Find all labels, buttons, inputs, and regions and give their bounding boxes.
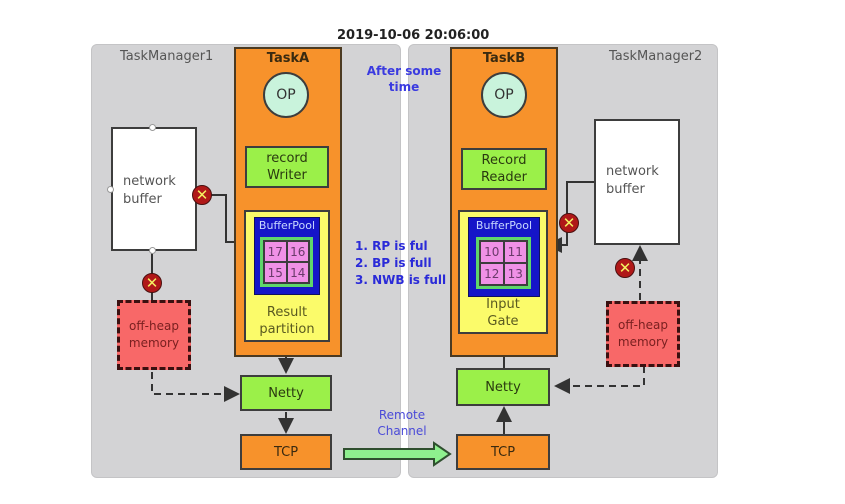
blocked-x-icon: ✕ (142, 273, 162, 293)
after-some-time-line1: After some (366, 64, 442, 78)
record-writer-line1: record (266, 151, 308, 166)
task-b-op-node[interactable]: OP (481, 72, 527, 118)
off-heap-1-line1: off-heap (129, 319, 179, 333)
buffer-cell: 15 (265, 263, 286, 282)
input-gate-line2: Gate (487, 314, 519, 329)
buffer-cell: 13 (504, 264, 526, 284)
arrow-offheap1-to-netty (151, 372, 240, 402)
netty-2[interactable]: Netty (456, 368, 550, 406)
buffer-grid-a: 17 16 15 14 (263, 240, 310, 284)
task-b-op-label: OP (494, 87, 514, 103)
conditions-list: 1. RP is ful 2. BP is full 3. NWB is ful… (355, 238, 446, 289)
condition-item: 1. RP is ful (355, 239, 428, 253)
buffer-cell: 10 (481, 242, 503, 262)
remote-channel-line1: Remote (378, 408, 426, 422)
connection-port (107, 186, 114, 193)
record-reader[interactable]: Record Reader (461, 148, 547, 190)
buffer-cell: 16 (287, 242, 308, 261)
task-b-title: TaskB (482, 51, 526, 66)
arrow-offheap2-to-netty (554, 366, 645, 394)
input-gate-label: Input Gate (460, 296, 546, 330)
network-buffer-2-line2: buffer (606, 182, 645, 197)
task-a-op-label: OP (276, 87, 296, 103)
network-buffer-1-label: network buffer (123, 173, 176, 209)
network-buffer-2-label: network buffer (606, 163, 659, 199)
buffer-grid-b: 10 11 12 13 (479, 240, 528, 286)
buffer-pool-a[interactable]: BufferPool 17 16 15 14 (254, 217, 320, 295)
off-heap-2-line2: memory (617, 335, 669, 349)
netty-2-label: Netty (485, 379, 521, 395)
record-reader-line1: Record (481, 153, 527, 168)
remote-channel-arrow (343, 441, 452, 467)
condition-item: 3. NWB is full (355, 273, 447, 287)
netty-1-label: Netty (268, 385, 304, 401)
network-buffer-1-line1: network (123, 174, 176, 189)
connection-port (149, 124, 156, 131)
record-reader-line2: Reader (480, 170, 527, 185)
buffer-pool-b-inner: 10 11 12 13 (476, 237, 531, 289)
record-writer[interactable]: record Writer (245, 146, 329, 188)
off-heap-1-line2: memory (128, 336, 180, 350)
netty-1[interactable]: Netty (240, 375, 332, 411)
task-a-op-node[interactable]: OP (263, 72, 309, 118)
input-gate-line1: Input (486, 297, 520, 312)
off-heap-memory-1[interactable]: off-heap memory (117, 300, 191, 370)
remote-channel-label: Remote Channel (368, 407, 436, 439)
remote-channel-line2: Channel (377, 424, 427, 438)
network-buffer-1-line2: buffer (123, 192, 162, 207)
blocked-x-icon: ✕ (192, 185, 212, 205)
after-some-time-note: After some time (358, 63, 450, 95)
buffer-pool-a-inner: 17 16 15 14 (260, 237, 313, 287)
result-partition-line2: partition (259, 322, 315, 337)
network-buffer-1[interactable]: network buffer (111, 127, 197, 251)
task-a-title: TaskA (266, 51, 310, 66)
tcp-2[interactable]: TCP (456, 434, 550, 470)
connection-port (149, 247, 156, 254)
buffer-pool-b-title: BufferPool (475, 219, 533, 232)
buffer-cell: 17 (265, 242, 286, 261)
record-writer-line2: Writer (267, 168, 307, 183)
condition-item: 2. BP is full (355, 256, 432, 270)
tcp-2-label: TCP (490, 444, 516, 460)
task-manager-1-label: TaskManager1 (120, 49, 214, 64)
result-partition-label: Result partition (246, 304, 328, 338)
buffer-pool-a-title: BufferPool (258, 219, 316, 232)
timestamp: 2019-10-06 20:06:00 (337, 28, 490, 43)
blocked-x-icon: ✕ (559, 213, 579, 233)
task-manager-2-label: TaskManager2 (609, 49, 703, 64)
after-some-time-line2: time (388, 80, 420, 94)
network-buffer-2[interactable]: network buffer (594, 119, 680, 245)
buffer-cell: 14 (287, 263, 308, 282)
result-partition-line1: Result (266, 305, 308, 320)
buffer-pool-b[interactable]: BufferPool 10 11 12 13 (468, 217, 540, 297)
tcp-1-label: TCP (273, 444, 299, 460)
buffer-cell: 12 (481, 264, 503, 284)
network-buffer-2-line1: network (606, 164, 659, 179)
off-heap-2-line1: off-heap (618, 318, 668, 332)
buffer-cell: 11 (504, 242, 526, 262)
off-heap-memory-2[interactable]: off-heap memory (606, 301, 680, 367)
tcp-1[interactable]: TCP (240, 434, 332, 470)
blocked-x-icon: ✕ (615, 258, 635, 278)
